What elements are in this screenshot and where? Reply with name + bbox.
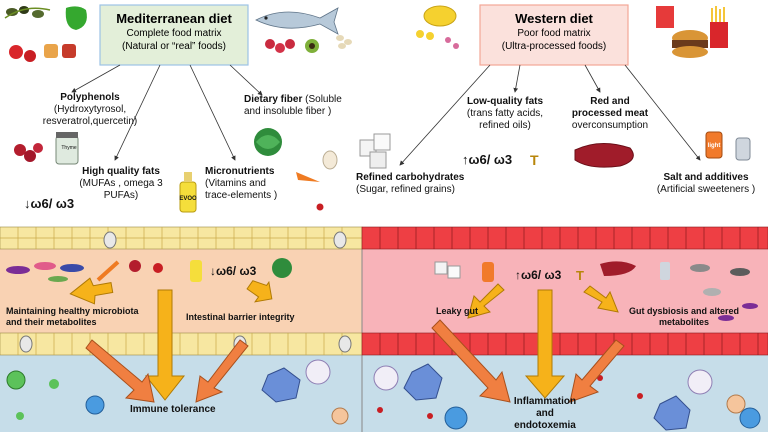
salt-detail: (Artificial sweeteners ) xyxy=(656,184,756,195)
west-gut-omega-ratio: ↑ω6/ ω3 xyxy=(515,268,562,282)
med-omega-ratio: ↓ω6/ ω3 xyxy=(24,196,75,211)
polyphenols-detail-2: resveratrol,quercetin) xyxy=(42,116,138,127)
med-connectors xyxy=(71,64,263,161)
fiber-detail-2: and insoluble fiber ) xyxy=(244,106,332,117)
med-subtitle-2: (Natural or “real” foods) xyxy=(122,41,226,52)
med-effect-microbiota-line1: Maintaining healthy microbiota xyxy=(6,306,139,316)
west-effect-dysbiosis: Gut dysbiosis and altered metabolites xyxy=(614,306,754,328)
west-outcome-line1: Inflammation xyxy=(513,396,577,407)
cabbage-icon xyxy=(254,128,282,156)
evoo-bottle-icon xyxy=(179,172,197,213)
west-effect-leaky-gut: Leaky gut xyxy=(436,306,479,316)
fiber-detail-1: (Soluble xyxy=(305,94,342,105)
meat-detail: overconsumption xyxy=(571,120,649,131)
sugar-cubes-icon xyxy=(359,133,391,169)
west-fats-detail-2: refined oils) xyxy=(479,120,531,131)
egg-carrot-icon xyxy=(296,150,338,211)
west-subtitle-1: Poor food matrix xyxy=(517,28,591,39)
med-lumen-items xyxy=(6,258,292,282)
med-outcome: Immune tolerance xyxy=(130,404,216,415)
med-effect-barrier: Intestinal barrier integrity xyxy=(186,312,295,322)
olives-icon xyxy=(4,6,51,19)
west-fats-detail-1: (trans fatty acids, xyxy=(466,108,544,119)
evoo-bottle-label: EVOO xyxy=(179,196,197,202)
fiber-title: Dietary fiber xyxy=(244,94,303,105)
tomatoes-icon xyxy=(9,45,36,62)
meat-title-1: Red and xyxy=(590,96,630,107)
west-fats-label: Low-quality fats (trans fatty acids, ref… xyxy=(450,96,560,132)
carbs-label: Refined carbohydrates (Sugar, refined gr… xyxy=(356,172,486,196)
west-outcome: Inflammation and endotoxemia xyxy=(500,396,590,432)
med-effect-microbiota-line2: and their metabolites xyxy=(6,316,97,327)
steak-icon xyxy=(574,143,634,168)
west-connectors xyxy=(399,64,701,166)
west-lumen-items xyxy=(434,261,758,321)
carbs-title: Refined carbohydrates xyxy=(356,172,465,183)
carbs-detail: (Sugar, refined grains) xyxy=(356,184,455,195)
nuts-legumes-icon xyxy=(265,35,352,53)
med-fats-detail-2: PUFAs) xyxy=(103,190,139,201)
trans-fat-symbol: T xyxy=(530,152,539,168)
med-gut-omega-ratio: ↓ω6/ ω3 xyxy=(210,264,257,278)
west-effect-dysbiosis-line2: metabolites xyxy=(658,316,709,327)
soda-can-label: light xyxy=(707,143,721,149)
pasta-icon xyxy=(416,5,459,49)
meat-title-2: processed meat xyxy=(571,108,649,119)
west-omega-ratio: ↑ω6/ ω3 xyxy=(462,152,513,167)
med-immune-cells xyxy=(6,359,349,425)
west-subtitle-2: (Ultra-processed foods) xyxy=(501,41,607,52)
polyphenols-detail-1: (Hydroxytyrosol, xyxy=(53,104,127,115)
berries-icon xyxy=(14,143,43,162)
med-epithelium-bottom xyxy=(0,332,363,356)
west-epithelium-bottom xyxy=(361,332,768,356)
micronutrients-detail-1: (Vitamins and xyxy=(205,178,266,189)
spices-icon xyxy=(44,44,76,58)
fast-food-icon xyxy=(656,6,728,58)
med-fats-label: High quality fats (MUFAs , omega 3 PUFAs… xyxy=(76,166,166,202)
med-effect-microbiota: Maintaining healthy microbiota and their… xyxy=(6,306,146,328)
med-fats-title: High quality fats xyxy=(82,166,160,177)
west-outcome-line2: and xyxy=(536,408,554,419)
west-immune-cells xyxy=(373,363,761,431)
west-effect-arrows xyxy=(431,283,625,403)
fish-icon xyxy=(255,7,339,35)
salt-label: Salt and additives (Artificial sweetener… xyxy=(648,172,764,196)
west-header-box xyxy=(479,4,629,66)
soda-can-icon xyxy=(705,131,751,161)
med-subtitle-1: Complete food matrix xyxy=(126,28,222,39)
west-gut-trans-symbol: T xyxy=(576,268,584,283)
meat-label: Red and processed meat overconsumption xyxy=(560,96,660,132)
polyphenols-label: Polyphenols (Hydroxytyrosol, resveratrol… xyxy=(30,92,150,128)
thyme-jar-label: Thyme xyxy=(61,145,77,151)
west-fats-title: Low-quality fats xyxy=(466,96,544,107)
pepper-icon xyxy=(65,6,87,31)
fiber-label: Dietary fiber (Soluble and insoluble fib… xyxy=(244,94,364,118)
thyme-jar-icon xyxy=(55,132,79,165)
med-header: Mediterranean diet Complete food matrix … xyxy=(100,5,248,65)
med-title: Mediterranean diet xyxy=(116,11,232,26)
west-outcome-line3: endotoxemia xyxy=(514,420,576,431)
salt-title: Salt and additives xyxy=(663,172,749,183)
med-fats-detail-1: (MUFAs , omega 3 xyxy=(79,178,163,189)
west-epithelium-top xyxy=(361,226,768,250)
med-header-box xyxy=(99,4,249,66)
med-epithelium-top xyxy=(0,226,363,250)
micronutrients-title: Micronutrients xyxy=(205,166,275,177)
polyphenols-title: Polyphenols xyxy=(60,92,120,103)
micronutrients-detail-2: trace-elements ) xyxy=(205,190,278,201)
west-title: Western diet xyxy=(515,11,593,26)
micronutrients-label: Micronutrients (Vitamins and trace-eleme… xyxy=(205,166,297,202)
west-effect-dysbiosis-line1: Gut dysbiosis and altered xyxy=(628,306,740,316)
med-effect-arrows xyxy=(69,277,273,403)
west-header: Western diet Poor food matrix (Ultra-pro… xyxy=(480,5,628,65)
